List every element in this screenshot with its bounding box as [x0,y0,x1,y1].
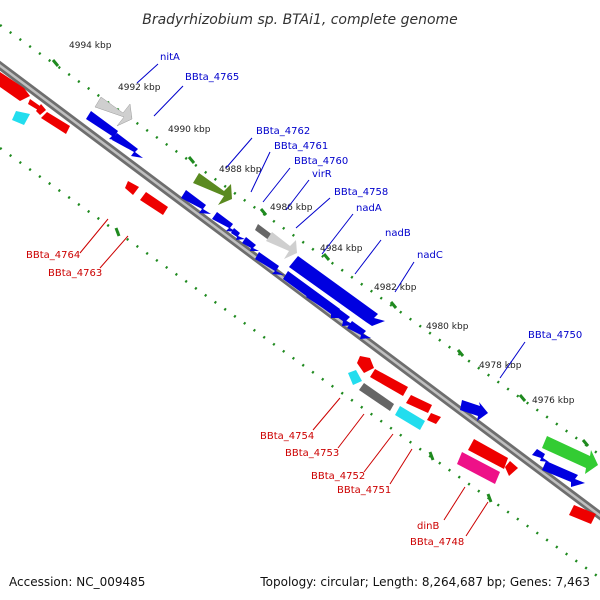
label-bbta4750[interactable]: BBta_4750 [528,330,582,341]
gene-bbta4752-red-b[interactable] [427,413,441,424]
gene-red-edge[interactable] [0,72,30,101]
label-bbta4763[interactable]: BBta_4763 [48,268,102,279]
gene-red-small-a[interactable] [28,99,40,110]
label-bbta4752[interactable]: BBta_4752 [311,471,365,482]
reverse-label-group: BBta_4764 BBta_4763 BBta_4754 BBta_4753 … [26,218,489,548]
gene-bbta4751[interactable] [395,406,425,430]
label-bbta4754[interactable]: BBta_4754 [260,431,314,442]
gene-bbta4763[interactable] [140,192,168,215]
accession-text: Accession: NC_009485 [9,575,145,589]
gene-bbta4753-red[interactable] [370,369,408,396]
gene-bbta4760[interactable] [212,212,237,232]
gene-blue-b[interactable] [542,461,585,487]
gene-red-small-b[interactable] [36,104,46,115]
gene-dinB-red-b[interactable] [505,461,518,476]
gene-nadB[interactable] [289,256,385,326]
gene-dinB[interactable] [457,452,500,484]
kbp-label-4986: 4986 kbp [270,203,313,213]
gene-bbta4761[interactable] [181,190,211,214]
inner-major-ticks [114,227,493,503]
kbp-label-4994: 4994 kbp [69,41,112,51]
gene-bbta4765-b[interactable] [112,133,143,158]
kbp-label-4980: 4980 kbp [426,322,469,332]
label-bbta4758[interactable]: BBta_4758 [334,187,388,198]
gene-bbta4754[interactable] [348,370,362,385]
gene-bbta4762[interactable] [193,173,232,205]
gene-bbta4758[interactable] [242,237,259,251]
outer-scale-line [0,23,600,457]
label-virR[interactable]: virR [312,169,332,180]
label-nadB[interactable]: nadB [385,228,411,239]
label-bbta4760[interactable]: BBta_4760 [294,156,348,167]
gene-bbta4748[interactable] [569,505,596,524]
gene-virR[interactable] [231,228,245,240]
label-dinB[interactable]: dinB [417,521,439,532]
gene-nadC-b[interactable] [306,289,355,326]
reverse-genes [0,72,596,524]
gene-blue-a[interactable] [532,449,549,462]
label-bbta4762[interactable]: BBta_4762 [256,126,310,137]
label-nadA[interactable]: nadA [356,203,382,214]
kbp-label-4984: 4984 kbp [320,244,363,254]
gene-nadA[interactable] [266,232,297,259]
label-nitA[interactable]: nitA [160,52,180,63]
gene-cyan-a[interactable] [12,111,30,125]
kbp-label-4978: 4978 kbp [479,361,522,371]
label-bbta4753[interactable]: BBta_4753 [285,448,339,459]
gene-green[interactable] [542,436,598,474]
label-bbta4748[interactable]: BBta_4748 [410,537,464,548]
label-nadC[interactable]: nadC [417,250,443,261]
gene-small-blue[interactable] [347,321,371,339]
gene-bbta4750[interactable] [460,400,488,421]
label-bbta4761[interactable]: BBta_4761 [274,141,328,152]
map-title: Bradyrhizobium sp. BTAi1, complete genom… [142,12,458,28]
kbp-label-4990: 4990 kbp [168,125,211,135]
gene-nadA-b[interactable] [255,252,284,275]
label-bbta4765[interactable]: BBta_4765 [185,72,239,83]
gene-red-a[interactable] [41,112,70,134]
kbp-label-4988: 4988 kbp [219,165,262,175]
gene-bbta4752-red[interactable] [406,395,432,413]
gene-bbta4764[interactable] [125,181,139,195]
gene-dinB-red[interactable] [468,439,508,469]
kbp-label-4982: 4982 kbp [374,283,417,293]
label-bbta4751[interactable]: BBta_4751 [337,485,391,496]
gene-nitA[interactable] [94,96,133,127]
kbp-label-4976: 4976 kbp [532,396,575,406]
gene-bbta4754-red[interactable] [357,356,374,373]
kbp-label-4992: 4992 kbp [118,83,161,93]
label-bbta4764[interactable]: BBta_4764 [26,250,80,261]
forward-label-group: nitA BBta_4765 BBta_4762 BBta_4761 BBta_… [136,52,582,379]
forward-genes [86,96,598,487]
gene-bbta4765-a[interactable] [86,111,121,141]
topology-text: Topology: circular; Length: 8,264,687 bp… [259,575,590,589]
gene-bbta4753[interactable] [359,383,394,411]
